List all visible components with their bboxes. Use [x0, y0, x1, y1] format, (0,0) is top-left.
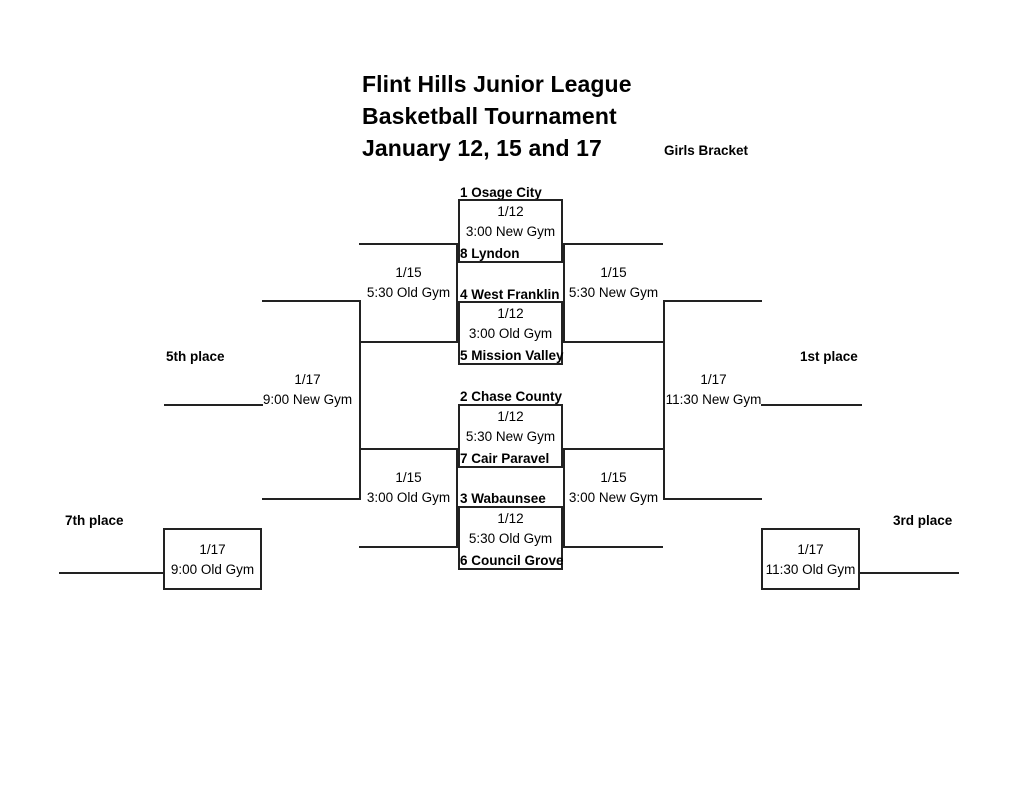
seventh-place-label: 7th place [65, 513, 124, 528]
winners-semi-upper-date: 1/15 [600, 265, 627, 280]
third-place-label: 3rd place [893, 513, 953, 528]
first-place-label: 1st place [800, 349, 858, 364]
fifth-place-info: 1/17 9:00 New Gym [258, 370, 357, 410]
title-line-league: Flint Hills Junior League [362, 71, 632, 97]
game-1-bottom-seed: 8 Lyndon [460, 246, 520, 261]
championship-result-line [761, 404, 862, 406]
consolation-semi-upper-connector [359, 243, 458, 343]
seventh-place-time: 9:00 Old Gym [170, 562, 255, 577]
game-3-bottom-seed: 7 Cair Paravel [460, 451, 550, 466]
game-2-bottom-seed: 5 Mission Valley [460, 348, 564, 363]
consolation-semi-upper-date: 1/15 [395, 265, 422, 280]
consolation-semi-upper-info: 1/15 5:30 Old Gym [359, 263, 458, 303]
fifth-place-time: 9:00 New Gym [262, 392, 353, 407]
third-place-date: 1/17 [797, 542, 824, 557]
winners-semi-lower-info: 1/15 3:00 New Gym [564, 468, 663, 508]
fifth-place-result-line [164, 404, 263, 406]
consolation-semi-lower-info: 1/15 3:00 Old Gym [359, 468, 458, 508]
third-place-box [761, 528, 860, 590]
game-3-date: 1/12 [497, 409, 524, 424]
fifth-place-label: 5th place [166, 349, 225, 364]
championship-connector [663, 300, 762, 500]
game-3-time: 5:30 New Gym [465, 429, 556, 444]
consolation-semi-lower-time: 3:00 Old Gym [366, 490, 451, 505]
consolation-semi-lower-date: 1/15 [395, 470, 422, 485]
consolation-semi-upper-time: 5:30 Old Gym [366, 285, 451, 300]
game-3-top-seed: 2 Chase County [460, 389, 563, 404]
tournament-title: Flint Hills Junior League Basketball Tou… [362, 68, 782, 164]
game-1-info: 1/12 3:00 New Gym [458, 202, 563, 242]
winners-semi-upper-connector [563, 243, 663, 343]
game-2-box [458, 301, 563, 365]
seventh-place-result-line [59, 572, 164, 574]
seventh-place-date: 1/17 [199, 542, 226, 557]
third-place-result-line [859, 572, 959, 574]
game-4-time: 5:30 Old Gym [468, 531, 553, 546]
game-4-top-seed: 3 Wabaunsee [460, 491, 546, 506]
winners-semi-lower-time: 3:00 New Gym [568, 490, 659, 505]
winners-semi-upper-info: 1/15 5:30 New Gym [564, 263, 663, 303]
seventh-place-info: 1/17 9:00 Old Gym [163, 540, 262, 580]
third-place-time: 11:30 Old Gym [765, 562, 856, 577]
winners-semi-lower-date: 1/15 [600, 470, 627, 485]
game-2-date: 1/12 [497, 306, 524, 321]
game-3-box [458, 404, 563, 468]
game-1-time: 3:00 New Gym [465, 224, 556, 239]
game-4-date: 1/12 [497, 511, 524, 526]
game-1-top-seed: 1 Osage City [460, 185, 542, 200]
game-4-bottom-seed: 6 Council Grove [460, 553, 564, 568]
championship-info: 1/17 11:30 New Gym [665, 370, 762, 410]
game-4-info: 1/12 5:30 Old Gym [458, 509, 563, 549]
game-3-info: 1/12 5:30 New Gym [458, 407, 563, 447]
game-2-time: 3:00 Old Gym [468, 326, 553, 341]
game-1-box [458, 199, 563, 263]
seventh-place-box [163, 528, 262, 590]
winners-semi-lower-connector [563, 448, 663, 548]
game-1-date: 1/12 [497, 204, 524, 219]
championship-date: 1/17 [700, 372, 727, 387]
title-line-event: Basketball Tournament [362, 103, 617, 129]
winners-semi-upper-time: 5:30 New Gym [568, 285, 659, 300]
bracket-kind-label: Girls Bracket [664, 143, 749, 158]
game-2-top-seed: 4 West Franklin [460, 287, 560, 302]
championship-time: 11:30 New Gym [665, 392, 762, 407]
fifth-place-connector [262, 300, 361, 500]
title-line-dates: January 12, 15 and 17 [362, 135, 602, 161]
game-2-info: 1/12 3:00 Old Gym [458, 304, 563, 344]
third-place-info: 1/17 11:30 Old Gym [761, 540, 860, 580]
game-4-box [458, 506, 563, 570]
fifth-place-date: 1/17 [294, 372, 321, 387]
consolation-semi-lower-connector [359, 448, 458, 548]
